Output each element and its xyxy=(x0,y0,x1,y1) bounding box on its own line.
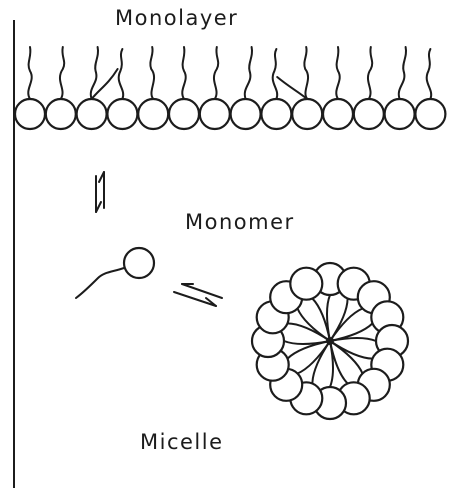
monolayer-head xyxy=(15,99,45,129)
micelle xyxy=(252,263,408,419)
micelle-tail xyxy=(312,341,330,384)
micelle-tail xyxy=(330,299,348,342)
monolayer-head xyxy=(200,99,230,129)
monolayer xyxy=(15,47,445,129)
monolayer-head xyxy=(107,99,137,129)
monomer-tail xyxy=(76,268,124,298)
monolayer-tails xyxy=(28,47,431,99)
monolayer-tail xyxy=(273,49,278,99)
monolayer-head xyxy=(354,99,384,129)
monolayer-tail xyxy=(182,47,185,99)
monolayer-head xyxy=(323,99,353,129)
monolayer-tail xyxy=(399,47,406,99)
monomer xyxy=(76,248,154,298)
monolayer-tail xyxy=(427,49,432,99)
monolayer-head xyxy=(231,99,261,129)
monolayer-tail xyxy=(368,47,372,99)
monolayer-tail xyxy=(150,47,154,99)
micelle-head xyxy=(290,268,322,300)
micelle-tail xyxy=(288,323,331,341)
monomer-head xyxy=(124,248,154,278)
micelle-tail xyxy=(330,341,373,359)
monolayer-head xyxy=(261,99,291,129)
monolayer-tail xyxy=(245,47,252,99)
monolayer-tail xyxy=(91,47,98,99)
monolayer-head xyxy=(169,99,199,129)
monolayer-tail xyxy=(277,77,307,99)
monolayer-head xyxy=(415,99,445,129)
micelle-label: Micelle xyxy=(140,430,224,454)
monolayer-tail xyxy=(119,49,124,99)
monomer-label: Monomer xyxy=(185,210,295,234)
monolayer-head xyxy=(138,99,168,129)
monolayer-tail xyxy=(304,47,308,99)
equilibrium-arrows-diagonal xyxy=(174,284,222,306)
monolayer-head xyxy=(46,99,76,129)
monolayer-tail xyxy=(28,47,31,99)
monolayer-heads xyxy=(15,99,445,129)
monolayer-head xyxy=(385,99,415,129)
equilibrium-arrows-vertical xyxy=(96,172,104,212)
monolayer-tail xyxy=(60,47,64,99)
monolayer-head xyxy=(77,99,107,129)
monolayer-tail xyxy=(214,47,218,99)
monolayer-label: Monolayer xyxy=(115,6,238,30)
monolayer-head xyxy=(292,99,322,129)
micelle-core xyxy=(326,337,334,345)
monolayer-tail xyxy=(336,47,339,99)
